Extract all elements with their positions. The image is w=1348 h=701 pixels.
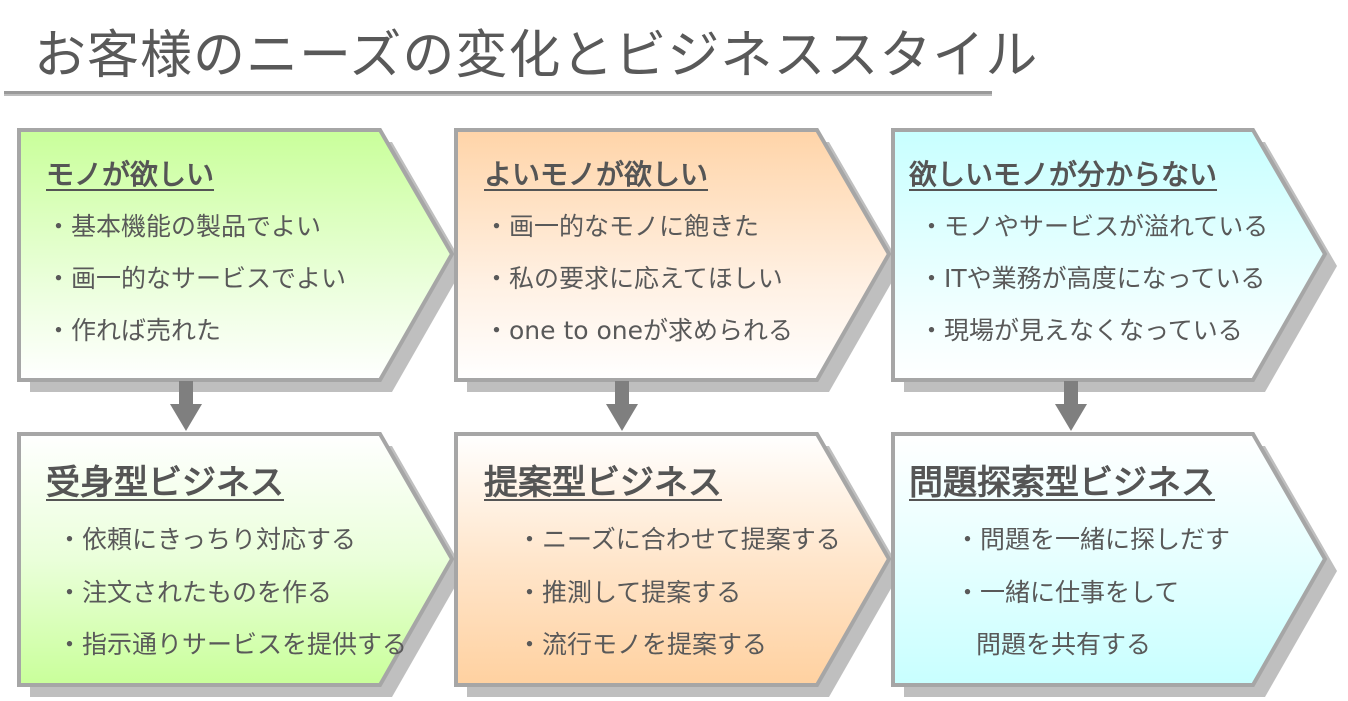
style-heading-2: 提案型ビジネス [484, 463, 722, 503]
needs-box-3 [891, 128, 1328, 382]
style-item-2-2: ・推測して提案する [517, 578, 742, 607]
style-item-2-1: ・ニーズに合わせて提案する [517, 525, 841, 554]
needs-heading-1: モノが欲しい [46, 158, 215, 191]
style-heading-3: 問題探索型ビジネス [909, 463, 1215, 503]
down-arrow-3 [1055, 381, 1087, 431]
needs-heading-3: 欲しいモノが分からない [909, 158, 1218, 191]
title-underline [4, 91, 992, 96]
style-heading-1: 受身型ビジネス [46, 463, 284, 503]
page-title: お客様のニーズの変化とビジネススタイル [34, 26, 1039, 86]
needs-item-3-3: ・現場が見えなくなっている [919, 316, 1243, 345]
needs-item-1-2: ・画一的なサービスでよい [46, 264, 347, 293]
needs-item-1-1: ・基本機能の製品でよい [46, 212, 322, 241]
down-arrow-2 [606, 381, 638, 431]
needs-item-3-2: ・ITや業務が高度になっている [919, 264, 1266, 293]
needs-box-2 [454, 128, 892, 382]
style-box-1 [17, 432, 455, 687]
needs-item-2-2: ・私の要求に応えてほしい [484, 264, 783, 293]
needs-heading-2: よいモノが欲しい [484, 158, 709, 191]
style-item-3-2: ・一緒に仕事をして [955, 578, 1180, 607]
down-arrow-1 [170, 381, 202, 431]
needs-item-3-1: ・モノやサービスが溢れている [919, 212, 1269, 241]
style-item-1-3: ・指示通りサービスを提供する [57, 630, 408, 659]
needs-item-2-3: ・one to oneが求められる [484, 316, 794, 345]
needs-item-1-3: ・作れば売れた [46, 316, 222, 345]
needs-item-2-1: ・画一的なモノに飽きた [484, 212, 760, 241]
style-item-1-2: ・注文されたものを作る [57, 578, 333, 607]
style-item-3-3: 問題を共有する [976, 630, 1152, 659]
style-item-1-1: ・依頼にきっちり対応する [57, 525, 357, 554]
style-box-2 [454, 432, 892, 687]
style-item-2-3: ・流行モノを提案する [517, 630, 768, 659]
needs-box-1 [17, 128, 455, 382]
style-box-3 [891, 432, 1328, 687]
style-item-3-1: ・問題を一緒に探しだす [955, 525, 1231, 554]
